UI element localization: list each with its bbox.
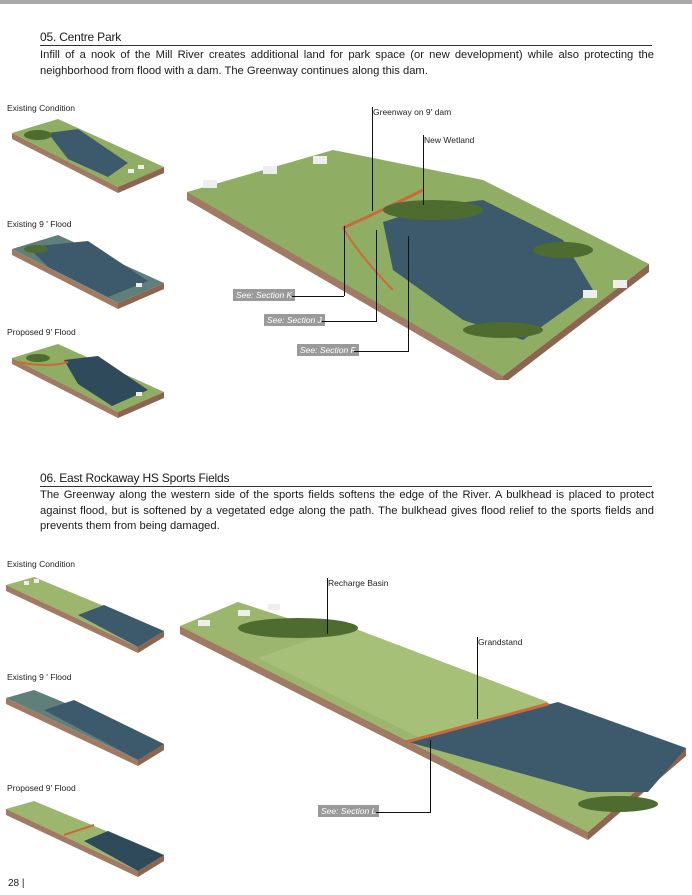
callout-new-wetland: New Wetland [424, 135, 475, 145]
leader-line-section-l-h [376, 812, 431, 813]
leader-line-section-j-v [376, 230, 377, 321]
callout-grandstand: Grandstand [478, 637, 523, 647]
thumbnail-proposed-flood [12, 344, 164, 418]
page-number: 28 | [8, 878, 25, 889]
callout-recharge-basin: Recharge Basin [328, 578, 389, 588]
leader-line-section-f-h [354, 351, 409, 352]
leader-line-section-f-v [408, 236, 409, 351]
thumb-label-existing-condition: Existing Condition [7, 103, 76, 113]
callout-greenway-dam: Greenway on 9' dam [373, 107, 452, 117]
section-paragraph-centre-park: Infill of a nook of the Mill River creat… [40, 49, 654, 77]
leader-line-grandstand [477, 637, 478, 719]
thumb-label-proposed-flood: Proposed 9' Flood [7, 327, 76, 337]
see-section-k-link[interactable]: See: Section K [233, 289, 296, 301]
leader-line-recharge [327, 578, 328, 634]
thumbnail-proposed-flood-2 [6, 801, 164, 877]
thumbnail-existing-condition-2 [6, 577, 164, 653]
thumb-label-existing-condition-2: Existing Condition [7, 559, 76, 569]
thumb-label-existing-flood-2: Existing 9 ' Flood [7, 672, 72, 682]
leader-line-greenway [372, 107, 373, 211]
thumbnail-existing-condition [12, 119, 164, 193]
section-title-centre-park: 05. Centre Park [40, 30, 652, 46]
section-paragraph-sports-fields: The Greenway along the western side of t… [40, 489, 654, 532]
thumb-label-proposed-flood-2: Proposed 9' Flood [7, 783, 76, 793]
leader-line-section-k-h [292, 296, 344, 297]
leader-line-section-k-v [344, 226, 345, 296]
see-section-f-link[interactable]: See: Section F [297, 344, 359, 356]
thumbnail-existing-flood [12, 235, 164, 309]
section-title-sports-fields: 06. East Rockaway HS Sports Fields [40, 471, 652, 487]
see-section-j-link[interactable]: See: Section J [264, 314, 325, 326]
leader-line-section-l-v [430, 740, 431, 812]
leader-line-section-j-h [322, 321, 377, 322]
thumbnail-existing-flood-2 [6, 690, 164, 766]
centre-park-model [187, 150, 649, 380]
see-section-l-link[interactable]: See: Section L [318, 805, 380, 817]
sports-fields-model [180, 602, 686, 840]
thumb-label-existing-flood: Existing 9 ' Flood [7, 219, 72, 229]
top-rule [0, 0, 692, 4]
leader-line-wetland [423, 135, 424, 205]
